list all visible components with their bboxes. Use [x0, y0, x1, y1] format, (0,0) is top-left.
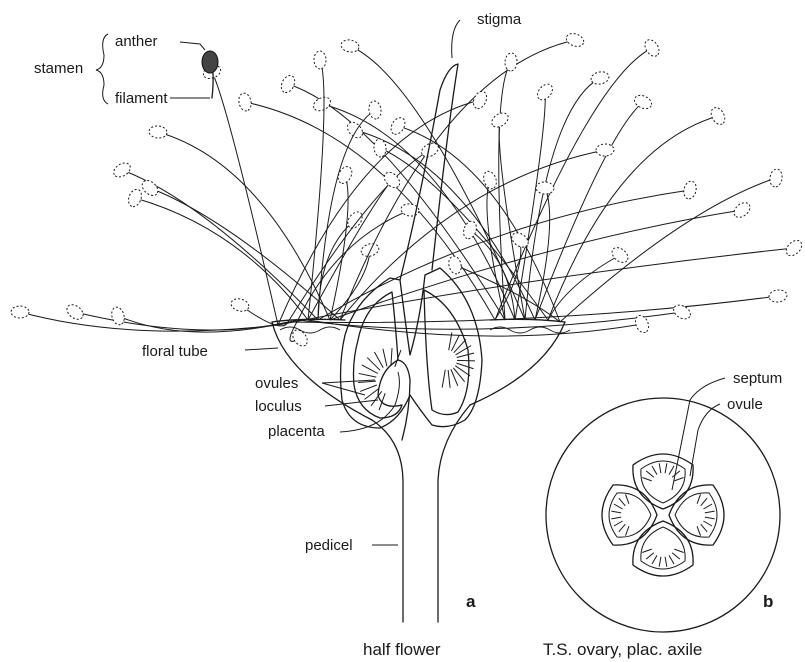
loculus-right	[424, 290, 469, 415]
anther-shape	[368, 100, 382, 119]
anther-shape	[504, 53, 517, 72]
ovule-mark	[383, 349, 387, 367]
ovule-mark	[360, 385, 377, 391]
style-outline	[400, 64, 458, 280]
ovule-mark	[358, 381, 376, 382]
anther-shape	[708, 105, 727, 127]
leader-lines	[96, 20, 725, 545]
anther-shape	[311, 95, 332, 114]
ts-ovary-lobes	[602, 454, 724, 576]
anther-shape	[564, 31, 585, 48]
anther-shape	[335, 164, 354, 186]
anther-shape	[388, 115, 408, 137]
caption-half-flower: half flower	[363, 640, 441, 659]
ovules-group	[358, 332, 475, 410]
panel-letter-a: a	[466, 592, 476, 611]
panel-letter-b: b	[763, 592, 773, 611]
ovule-mark	[451, 335, 459, 351]
label-loculus: loculus	[255, 398, 302, 415]
anther-shape	[340, 39, 360, 54]
anther-shape	[671, 302, 693, 321]
ts-ovary-circle	[546, 398, 780, 632]
label-placenta: placenta	[268, 423, 325, 440]
label-stigma: stigma	[477, 11, 522, 28]
filament-line	[318, 110, 375, 320]
anther-shape	[110, 306, 126, 327]
ovule-mark	[391, 348, 392, 366]
ovule-mark	[379, 393, 385, 410]
anther-shape	[447, 255, 463, 275]
caption-ts-ovary: T.S. ovary, plac. axile	[543, 640, 702, 659]
anther-shape	[230, 297, 250, 313]
anther-shape	[381, 169, 402, 190]
anther-shape	[535, 81, 556, 102]
label-pedicel: pedicel	[305, 537, 353, 554]
ovule-mark	[448, 370, 450, 388]
anther-shape	[461, 220, 478, 241]
loculus-left	[354, 292, 403, 418]
anther-shape	[314, 51, 326, 69]
anther-shape	[731, 200, 753, 221]
filament-line	[548, 255, 620, 320]
anther-shape	[482, 170, 499, 191]
anther-shape	[768, 289, 787, 303]
label-anther: anther	[115, 33, 158, 50]
filament-line	[158, 132, 330, 320]
filament-line	[499, 62, 511, 320]
anther-shape	[471, 89, 489, 110]
filament-line	[288, 150, 430, 322]
label-septum: septum	[733, 370, 782, 387]
anther-shape	[360, 242, 381, 259]
label-filament: filament	[115, 90, 168, 107]
anther-shape	[783, 237, 804, 258]
anther-shape	[769, 168, 784, 188]
label-floral-tube: floral tube	[142, 343, 208, 360]
anther-shape	[682, 180, 698, 200]
ovule-mark	[442, 370, 445, 388]
filament-line	[135, 198, 308, 320]
stamens-group	[11, 31, 805, 349]
anther-shape	[237, 92, 252, 112]
anther-shape	[139, 178, 160, 199]
anther-shape	[632, 93, 653, 111]
filament-line	[525, 78, 600, 320]
filament-line	[495, 48, 652, 320]
anther-shape	[344, 119, 365, 140]
anther-shape	[149, 125, 168, 139]
anther-labelled	[202, 51, 218, 73]
anther-shape	[279, 73, 298, 94]
ovule-mark	[457, 353, 474, 358]
label-stamen: stamen	[34, 60, 83, 77]
anther-shape	[536, 182, 555, 195]
anther-shape	[11, 306, 29, 318]
anther-shape	[642, 37, 662, 59]
filament-line	[20, 312, 278, 331]
filament-line	[535, 102, 643, 320]
filament-line	[487, 180, 505, 320]
label-ovule: ovule	[727, 396, 763, 413]
label-ovules: ovules	[255, 375, 298, 392]
pedicel-outline	[372, 405, 470, 622]
anther-shape	[126, 187, 144, 208]
anther-shape	[64, 302, 86, 322]
anther-shape	[590, 70, 610, 85]
anther-shape	[609, 245, 631, 266]
floral-tube-outline	[272, 322, 565, 420]
ovule-mark	[359, 373, 377, 377]
ovule-mark	[457, 360, 475, 361]
ovule-mark	[454, 339, 466, 352]
anther-shape	[111, 160, 133, 180]
